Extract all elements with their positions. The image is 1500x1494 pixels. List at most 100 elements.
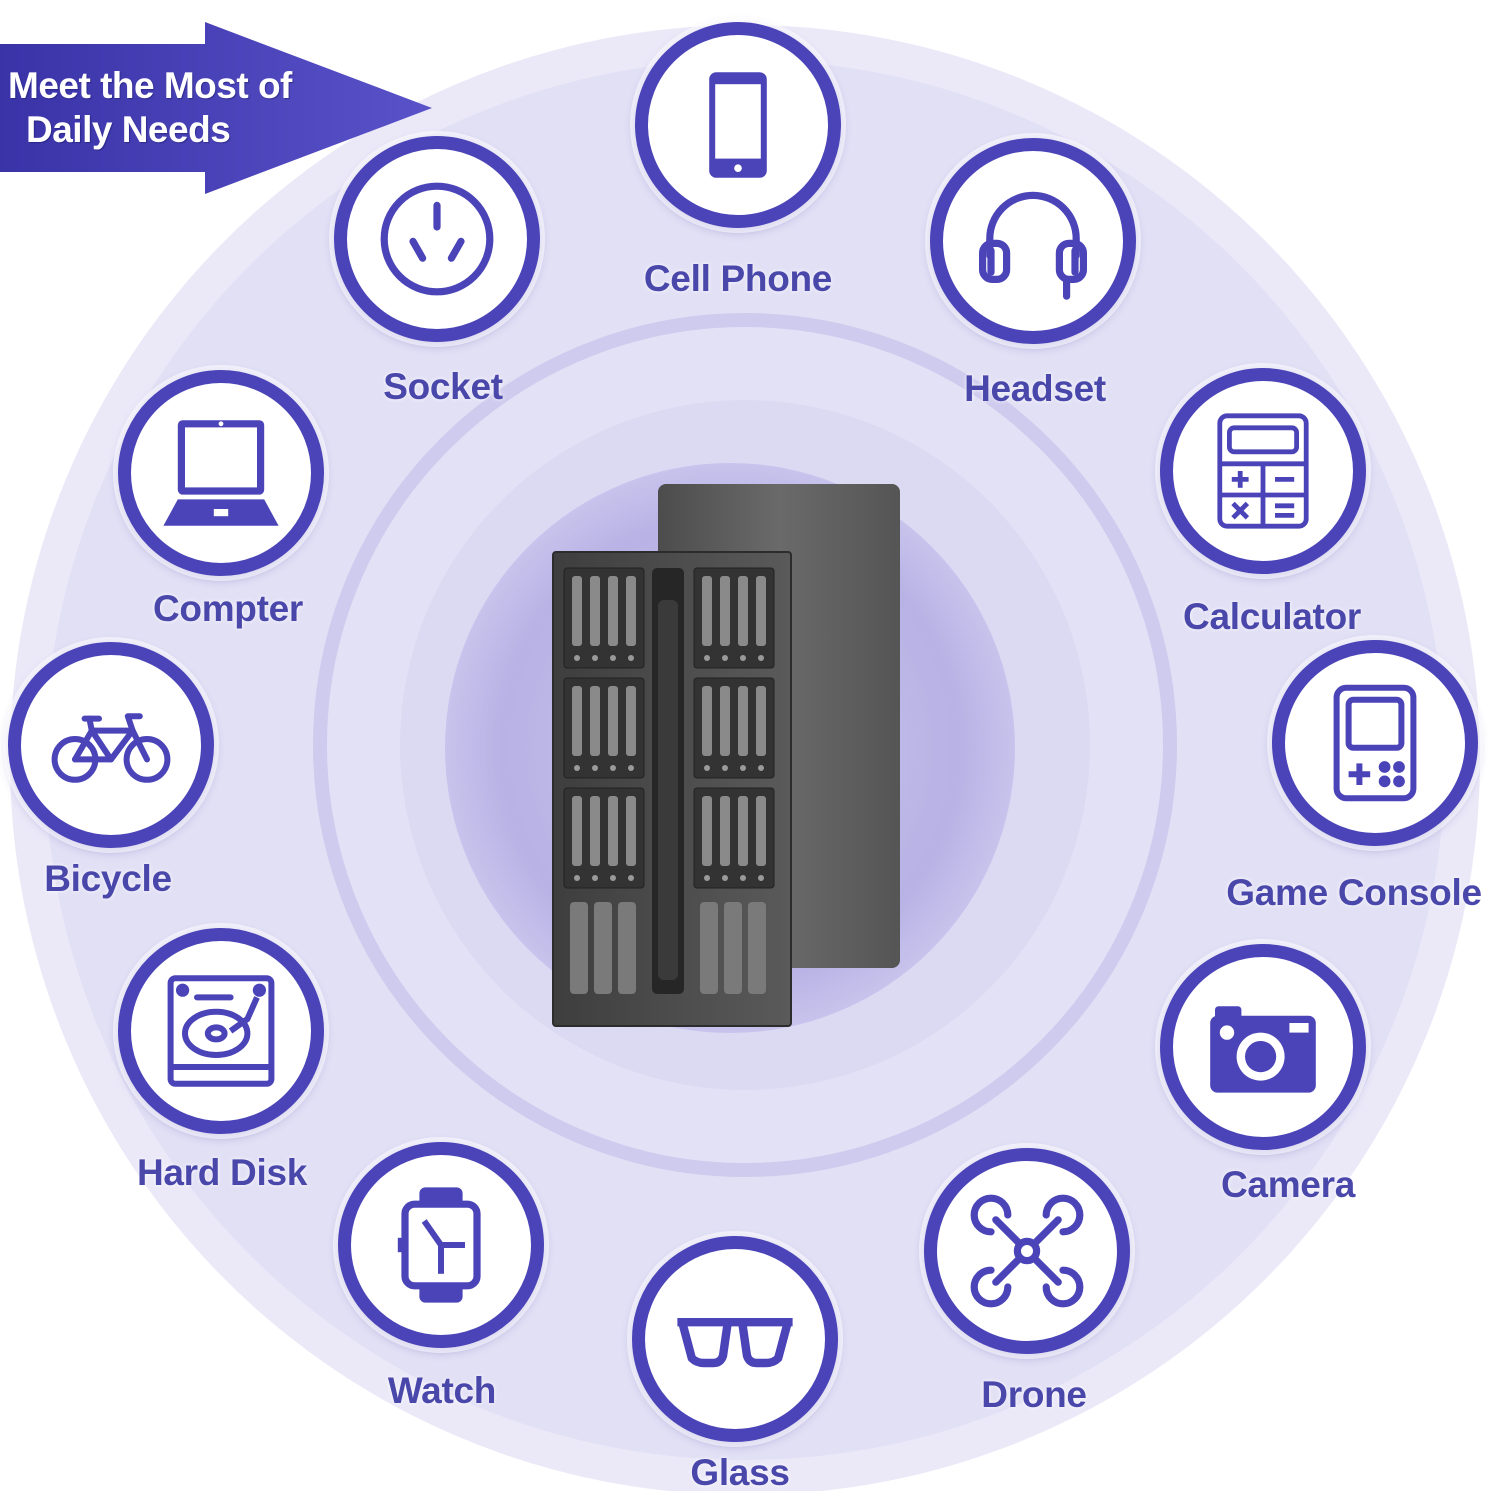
label-headset: Headset — [964, 368, 1106, 409]
socket-bit — [700, 902, 718, 994]
screwdriver-bit — [608, 686, 618, 756]
socket-bit — [570, 902, 588, 994]
label-socket: Socket — [383, 366, 503, 407]
bit-dot — [592, 875, 598, 881]
bit-panel — [563, 787, 645, 889]
bit-panel — [693, 787, 775, 889]
headline-line-1: Meet the Most of — [8, 65, 292, 106]
screwdriver-bit — [572, 796, 582, 866]
label-drone: Drone — [981, 1374, 1087, 1415]
camera-icon — [1210, 1006, 1316, 1093]
bit-dot — [610, 765, 616, 771]
screwdriver-bit — [756, 686, 766, 756]
label-camera: Camera — [1221, 1164, 1355, 1205]
badge-drone — [924, 1148, 1130, 1354]
socket-icon — [380, 182, 494, 296]
bit-slots — [563, 567, 775, 994]
socket-bit — [594, 902, 612, 994]
badge-headset — [930, 138, 1136, 344]
bit-dot — [740, 875, 746, 881]
badge-watch — [338, 1142, 544, 1348]
screwdriver-bit — [756, 796, 766, 866]
screwdriver-set-image — [550, 482, 910, 1032]
headset-icon — [979, 191, 1087, 300]
screwdriver-bit — [720, 686, 730, 756]
bit-panel — [693, 567, 775, 669]
screwdriver-bit — [590, 796, 600, 866]
bit-dot — [574, 765, 580, 771]
screwdriver-bit — [756, 576, 766, 646]
bit-dot — [592, 655, 598, 661]
screwdriver-bit — [626, 796, 636, 866]
bit-dot — [574, 655, 580, 661]
label-game-console: Game Console — [1226, 872, 1482, 913]
label-glass: Glass — [690, 1452, 790, 1493]
badge-computer — [118, 370, 324, 576]
drone-icon — [970, 1194, 1084, 1308]
bit-panel — [563, 677, 645, 779]
badge-cell-phone — [635, 22, 841, 228]
screwdriver-bit — [720, 576, 730, 646]
screwdriver-bit — [590, 686, 600, 756]
bit-dot — [758, 875, 764, 881]
label-calculator: Calculator — [1183, 596, 1361, 637]
bit-dot — [722, 875, 728, 881]
socket-bit — [748, 902, 766, 994]
bit-dot — [704, 875, 710, 881]
bicycle-icon — [51, 713, 171, 783]
screwdriver-bit — [626, 576, 636, 646]
arrow-shape — [0, 22, 432, 194]
bit-dot — [740, 655, 746, 661]
bit-dot — [628, 765, 634, 771]
screwdriver-bit — [572, 686, 582, 756]
glasses-icon — [677, 1318, 793, 1368]
bit-panel — [563, 567, 645, 669]
calculator-icon — [1217, 413, 1309, 529]
label-watch: Watch — [387, 1370, 497, 1411]
bit-dot — [722, 765, 728, 771]
badge-game-console — [1272, 640, 1478, 846]
label-computer: Compter — [152, 588, 304, 629]
screwdriver-bit — [626, 686, 636, 756]
socket-bit — [618, 902, 636, 994]
screwdriver-bit — [702, 576, 712, 646]
toolkit-icon — [552, 484, 900, 1027]
socket-bit — [724, 902, 742, 994]
label-hard-disk: Hard Disk — [136, 1152, 308, 1193]
badge-hard-disk — [118, 928, 324, 1134]
bit-dot — [628, 875, 634, 881]
headline-banner: Meet the Most of Daily Needs — [0, 22, 440, 194]
bit-dot — [704, 655, 710, 661]
hard-disk-icon — [167, 975, 275, 1087]
bit-dot — [610, 875, 616, 881]
badge-socket — [334, 136, 540, 342]
headline: Meet the Most of Daily Needs — [8, 64, 368, 152]
bit-dot — [574, 875, 580, 881]
bit-dot — [628, 655, 634, 661]
label-cell-phone: Cell Phone — [643, 258, 833, 299]
bit-dot — [740, 765, 746, 771]
screwdriver-bit — [590, 576, 600, 646]
screwdriver-bit — [702, 796, 712, 866]
screwdriver-bit — [738, 686, 748, 756]
bit-dot — [592, 765, 598, 771]
bit-dot — [758, 765, 764, 771]
bit-dot — [758, 655, 764, 661]
screwdriver-bit — [702, 686, 712, 756]
screwdriver-bit — [608, 576, 618, 646]
screwdriver-bit — [720, 796, 730, 866]
game-console-icon — [1333, 684, 1417, 802]
bit-panel — [693, 677, 775, 779]
bit-dot — [704, 765, 710, 771]
screwdriver-bit — [738, 576, 748, 646]
bit-dot — [722, 655, 728, 661]
badge-camera — [1160, 944, 1366, 1150]
badge-glass — [632, 1236, 838, 1442]
watch-icon — [397, 1187, 481, 1303]
headline-line-2: Daily Needs — [26, 109, 231, 150]
badge-calculator — [1160, 368, 1366, 574]
screwdriver-bit — [572, 576, 582, 646]
badge-bicycle — [8, 642, 214, 848]
bit-dot — [610, 655, 616, 661]
